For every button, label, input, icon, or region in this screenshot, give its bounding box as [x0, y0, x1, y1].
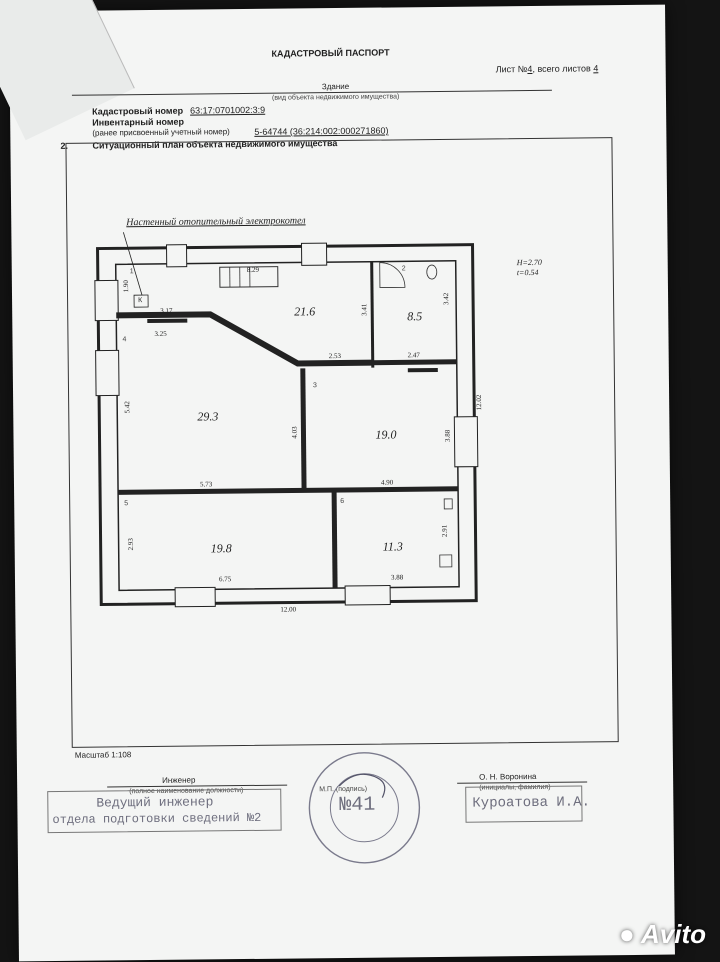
outer-wall-outer	[98, 245, 477, 605]
dim-label: 5.42	[123, 401, 131, 413]
wall-bath	[372, 262, 373, 368]
wall-mid	[298, 362, 457, 364]
height-label: Н=2.70	[517, 258, 542, 267]
document-sheet: КАДАСТРОВЫЙ ПАСПОРТ Лист №4, всего листо…	[9, 5, 675, 962]
room-area: 11.3	[383, 539, 403, 554]
dim-label: 12.02	[475, 395, 483, 411]
dim-label: 3.17	[160, 307, 172, 315]
window-left-upper	[95, 280, 118, 320]
dim-label: 3.42	[442, 293, 450, 305]
avito-logo-icon: ●	[619, 919, 635, 949]
avito-watermark: ● Avito	[619, 919, 706, 950]
engineer-label: Инженер	[162, 776, 195, 785]
dim-label: 4.90	[381, 478, 393, 486]
window-top-mid	[301, 243, 326, 265]
room-area: 8.5	[407, 309, 422, 324]
toilet-icon	[427, 265, 437, 279]
room-area: 19.8	[211, 541, 232, 556]
dim-label: 12.00	[280, 605, 296, 613]
room-area: 21.6	[294, 304, 315, 319]
dim-label: 2.93	[127, 538, 135, 550]
dim-label: 2.47	[408, 351, 420, 359]
watermark-text: Avito	[641, 919, 706, 949]
depth-label: t=0.54	[517, 268, 539, 277]
dim-label: 3.88	[391, 573, 403, 581]
window-top-left	[166, 245, 186, 267]
radiator-marker	[408, 368, 438, 372]
room-area: 19.0	[375, 427, 396, 442]
room-number: 5	[124, 500, 128, 507]
dim-label: 8.29	[247, 266, 259, 274]
window-bottom-right	[345, 586, 390, 605]
room-number: 3	[313, 382, 317, 389]
scale-label: Масштаб 1:108	[75, 750, 132, 760]
dim-label: 1.90	[122, 280, 130, 292]
dim-label: 4.03	[291, 426, 299, 438]
dim-label: 3.88	[444, 430, 452, 442]
name-stamp: Куроатова И.А.	[465, 786, 582, 823]
dim-label: 3.41	[360, 304, 368, 316]
seal-number: №41	[339, 794, 375, 817]
wall-lower-vertical	[334, 490, 335, 588]
dim-label: 2.91	[441, 525, 449, 537]
room-number: 1	[130, 268, 134, 275]
dim-label: 6.75	[219, 575, 231, 583]
dim-label: 2.53	[329, 352, 341, 360]
room-number: 6	[340, 498, 344, 505]
dim-label: 5.73	[200, 480, 212, 488]
room-number: 2	[402, 265, 406, 272]
stove-icon	[440, 555, 452, 567]
window-left-lower	[96, 350, 119, 395]
stamp-name: Куроатова И.А.	[472, 794, 590, 811]
sink-icon	[444, 499, 452, 509]
room-number: 4	[122, 336, 126, 343]
wall-vertical	[303, 368, 304, 488]
room-area: 29.3	[197, 409, 218, 424]
window-right	[454, 417, 478, 467]
boiler-mark: К	[138, 297, 142, 304]
radiator-marker	[147, 319, 187, 323]
dim-label: 3.25	[154, 330, 166, 338]
window-bottom-left	[175, 587, 215, 606]
seal-caption: М.П. (подпись)	[319, 786, 367, 794]
stamp-line: Ведущий инженер	[96, 794, 213, 810]
name-value: О. Н. Воронина	[479, 772, 536, 782]
boiler-note: Настенный отопительный электрокотел	[126, 215, 305, 228]
wall-lower	[118, 489, 458, 493]
position-stamp: Ведущий инженер отдела подготовки сведен…	[47, 789, 281, 833]
stamp-line: отдела подготовки сведений №2	[52, 811, 261, 827]
